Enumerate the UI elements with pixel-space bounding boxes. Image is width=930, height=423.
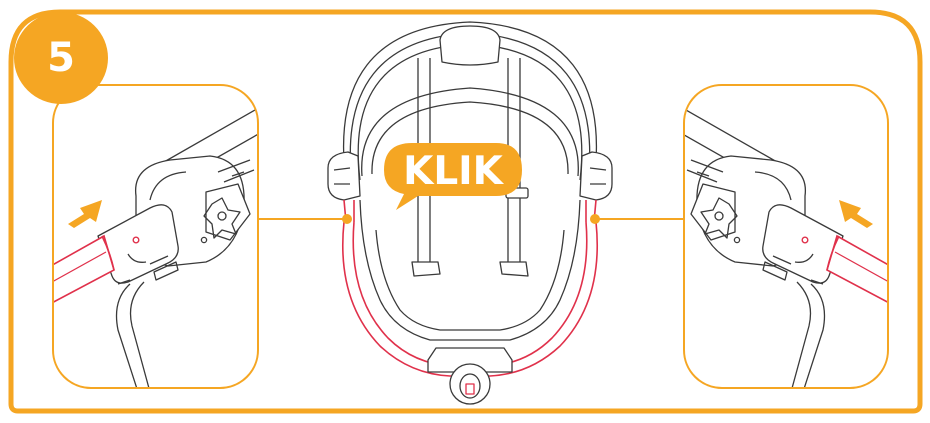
klik-callout-text: KLIK: [388, 146, 518, 196]
attach-point-left: [342, 214, 352, 224]
detail-panel-left: [40, 85, 262, 392]
step-badge: 5: [14, 12, 108, 104]
attach-point-right: [590, 214, 600, 224]
detail-panel-right: [679, 85, 901, 392]
step-number: 5: [14, 12, 108, 104]
carrier-front-bracket: [428, 348, 512, 404]
